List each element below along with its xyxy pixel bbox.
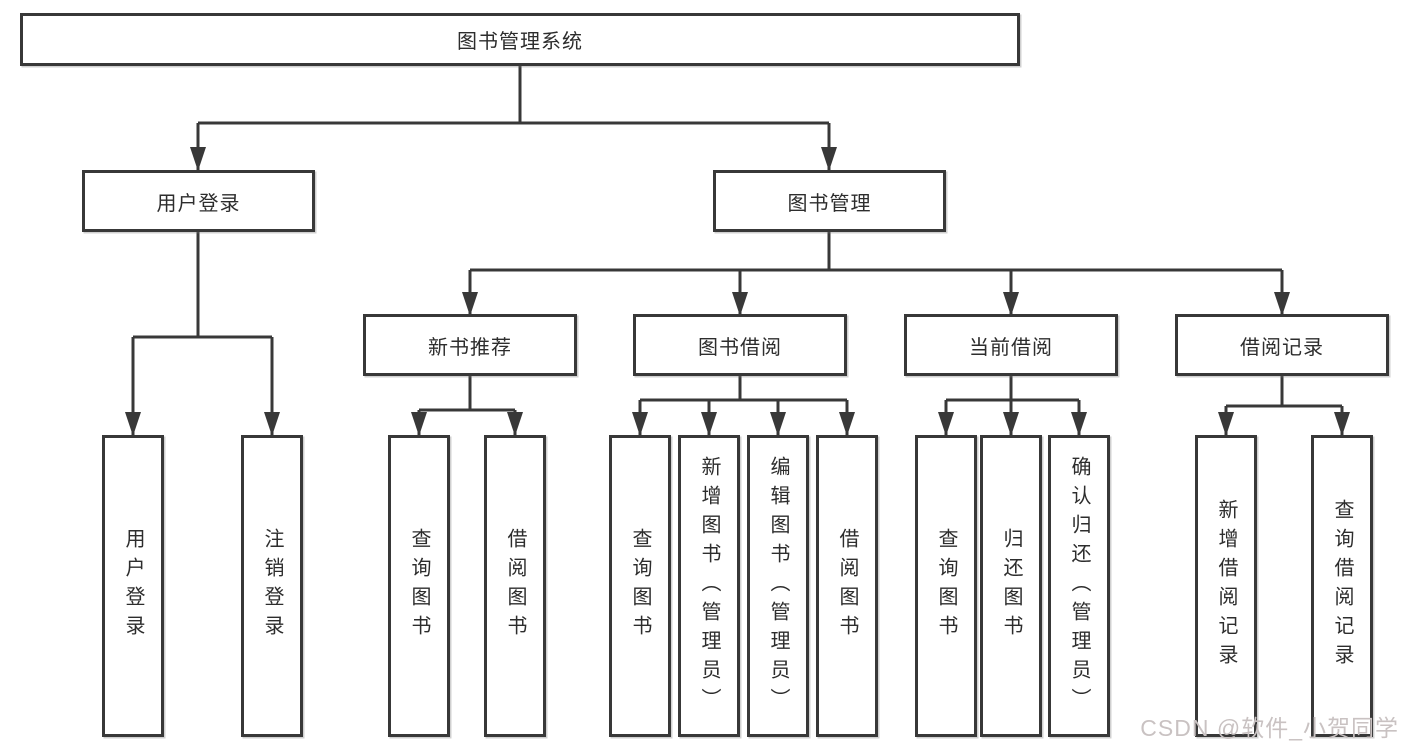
leaf-query-books-current-label: 查询图书 xyxy=(935,528,957,644)
arrowheads xyxy=(125,147,1350,436)
leaf-add-book-admin-label: 新增图书（管理员） xyxy=(698,455,720,717)
leaf-edit-book-admin: 编辑图书（管理员） xyxy=(747,435,809,737)
node-new-book-recommend-label: 新书推荐 xyxy=(428,336,512,359)
node-book-management: 图书管理 xyxy=(713,170,946,232)
leaf-borrow-books: 借阅图书 xyxy=(816,435,878,737)
leaf-user-login: 用户登录 xyxy=(102,435,164,737)
node-user-login-label: 用户登录 xyxy=(156,192,241,215)
leaf-query-books-recommend-label: 查询图书 xyxy=(408,528,430,644)
leaf-edit-book-admin-label: 编辑图书（管理员） xyxy=(767,455,789,717)
leaf-return-books-label: 归还图书 xyxy=(1000,528,1022,644)
node-user-login: 用户登录 xyxy=(82,170,315,232)
leaf-confirm-return-admin: 确认归还（管理员） xyxy=(1048,435,1110,737)
leaf-return-books: 归还图书 xyxy=(980,435,1042,737)
node-current-borrow: 当前借阅 xyxy=(904,314,1118,376)
leaf-add-borrow-record-label: 新增借阅记录 xyxy=(1215,499,1237,673)
node-book-borrow-label: 图书借阅 xyxy=(698,336,782,359)
leaf-add-borrow-record: 新增借阅记录 xyxy=(1195,435,1257,737)
tree-edges xyxy=(131,66,1344,435)
leaf-borrow-books-recommend-label: 借阅图书 xyxy=(504,528,526,644)
leaf-query-books-current: 查询图书 xyxy=(915,435,977,737)
node-root-label: 图书管理系统 xyxy=(457,31,583,53)
leaf-borrow-books-label: 借阅图书 xyxy=(836,528,858,644)
leaf-add-book-admin: 新增图书（管理员） xyxy=(678,435,740,737)
leaf-logout: 注销登录 xyxy=(241,435,303,737)
csdn-watermark: CSDN @软件_小贺同学 xyxy=(1140,715,1399,741)
node-current-borrow-label: 当前借阅 xyxy=(969,336,1053,359)
leaf-query-books-recommend: 查询图书 xyxy=(388,435,450,737)
node-borrow-records: 借阅记录 xyxy=(1175,314,1389,376)
leaf-user-login-label: 用户登录 xyxy=(122,528,144,644)
node-borrow-records-label: 借阅记录 xyxy=(1240,336,1324,359)
node-book-borrow: 图书借阅 xyxy=(633,314,847,376)
leaf-confirm-return-admin-label: 确认归还（管理员） xyxy=(1068,455,1090,717)
leaf-query-books-borrow: 查询图书 xyxy=(609,435,671,737)
leaf-query-borrow-record-label: 查询借阅记录 xyxy=(1331,499,1353,673)
leaf-query-books-borrow-label: 查询图书 xyxy=(629,528,651,644)
leaf-query-borrow-record: 查询借阅记录 xyxy=(1311,435,1373,737)
node-new-book-recommend: 新书推荐 xyxy=(363,314,577,376)
node-book-management-label: 图书管理 xyxy=(787,192,872,215)
leaf-logout-label: 注销登录 xyxy=(261,528,283,644)
node-root: 图书管理系统 xyxy=(20,13,1020,66)
leaf-borrow-books-recommend: 借阅图书 xyxy=(484,435,546,737)
